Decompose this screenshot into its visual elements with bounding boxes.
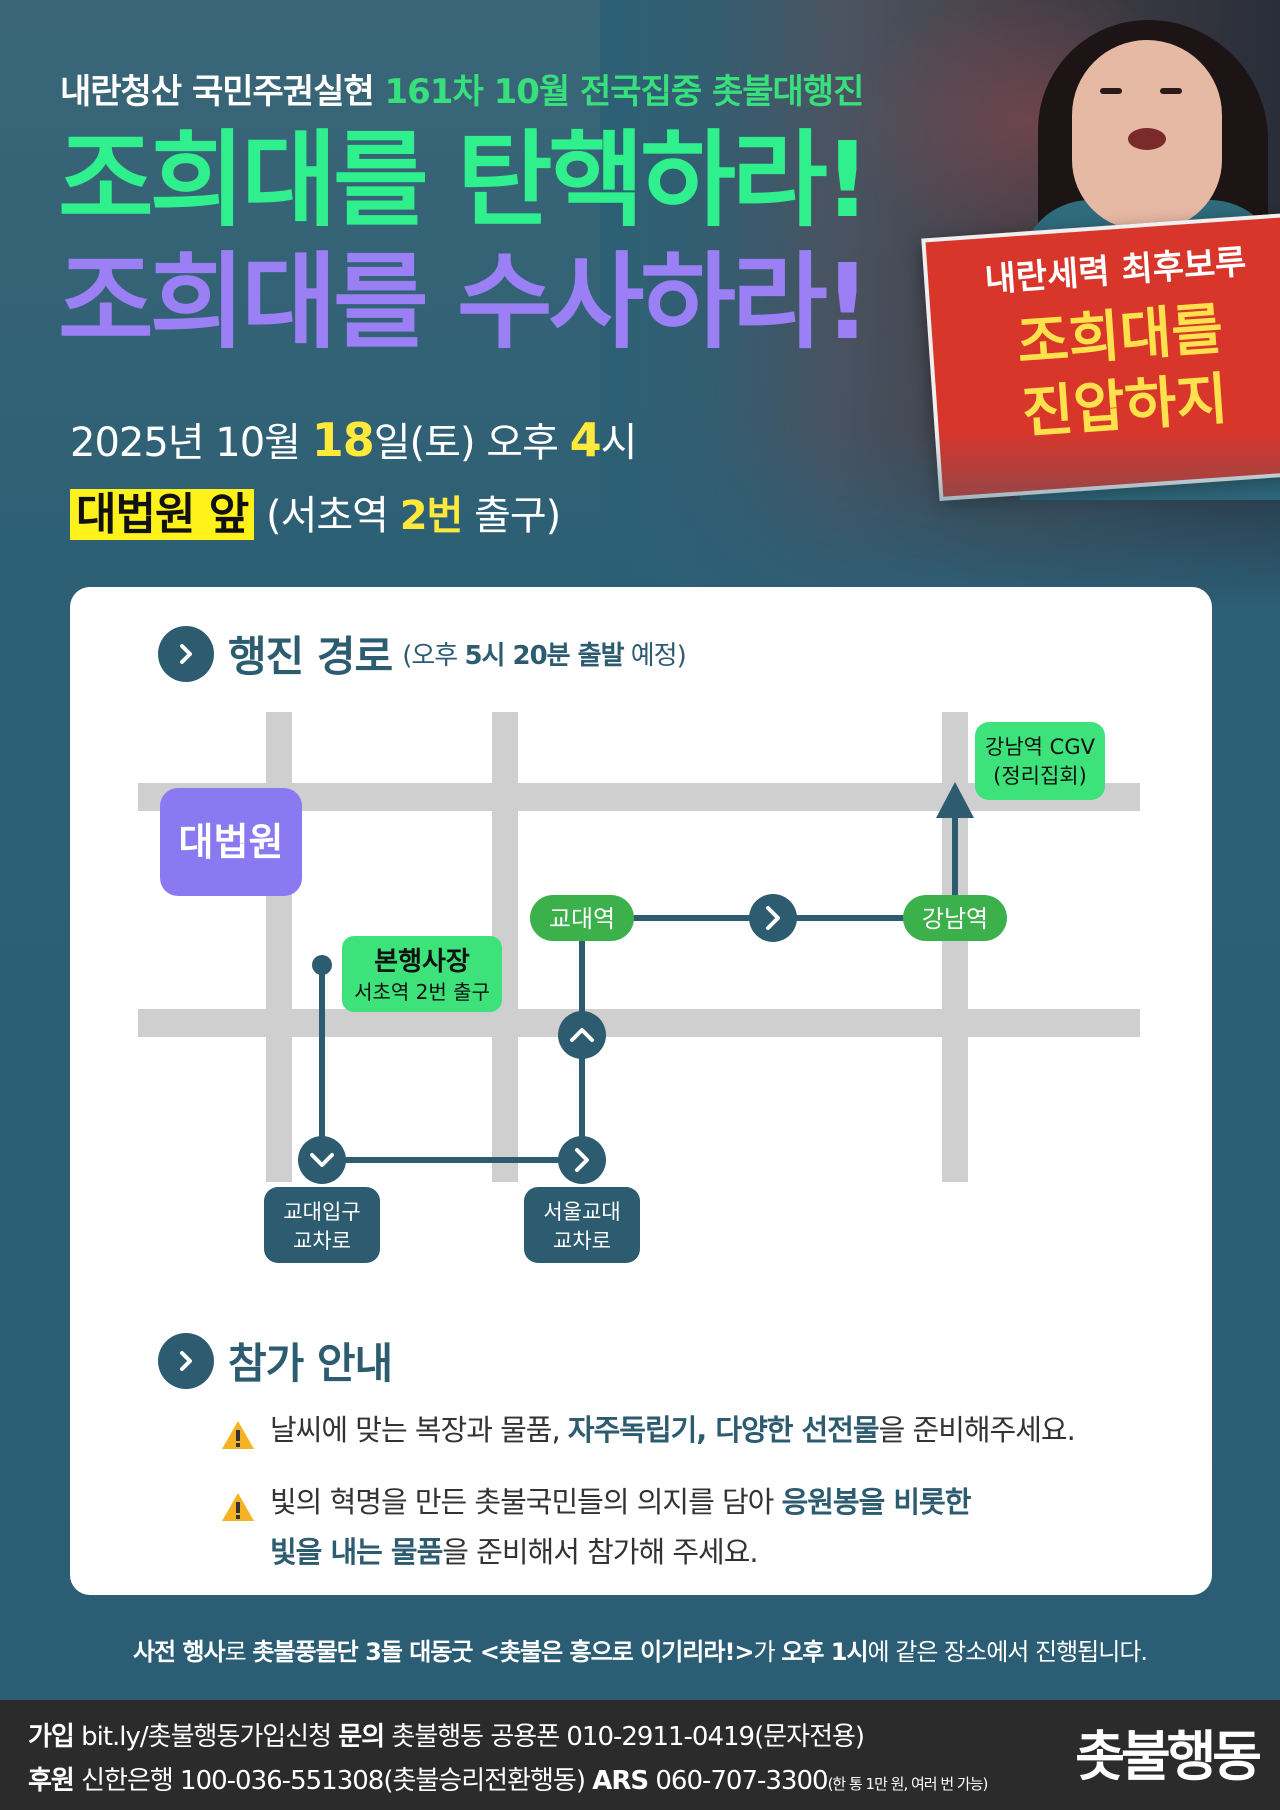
gyodae-entrance-line-1: 교대입구 [283, 1200, 360, 1224]
cgv-label-box [975, 722, 1105, 800]
gyodae-entrance-line-2: 교차로 [293, 1229, 351, 1253]
gangnam-station-label: 강남역 [922, 905, 988, 933]
protest-photo: 내란세력 최후보루 조희대를 진압하지 [600, 0, 1280, 610]
court-marker [160, 788, 302, 896]
cgv-line-1: 강남역 CGV [985, 735, 1096, 759]
route-title: 행진 경로 [228, 632, 393, 681]
gyodae-entrance-badge [264, 1187, 380, 1263]
chevron-right-icon [558, 1136, 606, 1184]
footer-join-contact: 가입 bit.ly/촛불행동가입신청 문의 촛불행동 공용폰 010-2911-… [28, 1722, 865, 1752]
warning-icon [222, 1493, 254, 1521]
footer-donation: 후원 신한은행 100-036-551308(촛불승리전환행동) ARS 060… [28, 1766, 988, 1796]
event-place: 대법원 앞 (서초역 2번 출구) [70, 478, 561, 542]
chevron-up-icon [558, 1011, 606, 1059]
headline-impeach: 조희대를 탄핵하라! [58, 119, 871, 241]
chevron-right-icon [158, 625, 214, 682]
join-link[interactable]: bit.ly/촛불행동가입신청 [73, 1722, 339, 1752]
event-subtitle: 내란청산 국민주권실현 161차 10월 전국집중 촛불대행진 [60, 72, 864, 112]
chevron-down-icon [298, 1136, 346, 1184]
road-horizontal-top [138, 783, 1140, 811]
march-route-map: 대법원 본행사장 서초역 2번 출구 교대역 강남역 강남역 CGV (정리집회… [138, 712, 1140, 1263]
route-start-dot [312, 955, 332, 975]
info-title: 참가 안내 [228, 1339, 393, 1388]
place-name: 대법원 앞 [70, 489, 255, 540]
seoul-edu-line-2: 교차로 [553, 1229, 611, 1253]
start-sub: 서초역 2번 출구 [354, 980, 490, 1004]
route-subtitle: (오후 5시 20분 출발 예정) [402, 641, 687, 671]
event-subtitle-highlight: 161차 10월 전국집중 촛불대행진 [384, 72, 864, 112]
start-title: 본행사장 [374, 947, 470, 977]
info-item-1: 날씨에 맞는 복장과 물품, 자주독립기, 다양한 선전물을 준비해주세요. [270, 1413, 1076, 1447]
headline-investigate: 조희대를 수사하라! [58, 241, 871, 363]
route-section-header: 행진 경로 (오후 5시 20분 출발 예정) [158, 623, 687, 684]
candlelight-action-logo: 촛불행동 [1075, 1724, 1262, 1788]
pre-event-notice: 사전 행사로 촛불풍물단 3돌 대동굿 <촛불은 흥으로 이기리라!>가 오후 … [132, 1638, 1148, 1666]
road-vertical-left [266, 712, 292, 1182]
info-item-2-line-1: 빛의 혁명을 만든 촛불국민들의 의지를 담아 응원봉을 비롯한 [270, 1485, 971, 1519]
arrow-up-icon [936, 782, 974, 818]
gyodae-station-label: 교대역 [549, 905, 615, 933]
footer: 가입 bit.ly/촛불행동가입신청 문의 촛불행동 공용폰 010-2911-… [0, 1700, 1280, 1810]
gangnam-station-badge [903, 895, 1007, 941]
court-label: 대법원 [179, 820, 284, 864]
info-item-2-line-2: 빛을 내는 물품을 준비해서 참가해 주세요. [270, 1535, 759, 1569]
road-horizontal-bottom [138, 1009, 1140, 1037]
gyodae-station-badge [530, 895, 634, 941]
cgv-line-2: (정리집회) [993, 764, 1087, 788]
start-label-box [342, 936, 502, 1012]
warning-icon [222, 1421, 254, 1449]
chevron-right-icon [749, 894, 797, 942]
info-card: 행진 경로 (오후 5시 20분 출발 예정) [70, 587, 1212, 1595]
seoul-edu-line-1: 서울교대 [543, 1200, 620, 1224]
event-date: 2025년 10월 18일(토) 오후 4시 [70, 413, 637, 467]
seoul-edu-badge [524, 1187, 640, 1263]
chevron-right-icon [158, 1332, 214, 1389]
info-section-header: 참가 안내 [158, 1330, 393, 1391]
